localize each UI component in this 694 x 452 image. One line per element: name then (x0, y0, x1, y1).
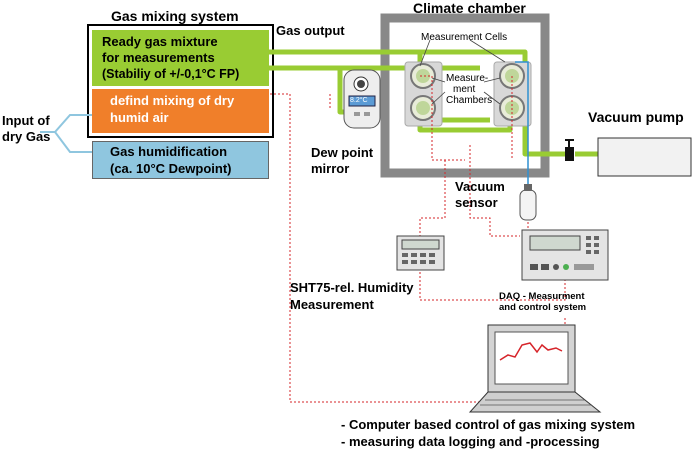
sht75-line2: Measurement (290, 297, 374, 312)
daq-line2: and control system (499, 302, 587, 313)
valve (565, 147, 574, 161)
input-dry-gas-line2: dry Gas (2, 129, 51, 144)
sht75-line1: SHT75-rel. Humidity (290, 280, 414, 295)
vacuum-sensor-cable (515, 61, 529, 188)
input-dry-gas-line1: Input of (2, 113, 50, 128)
climate-chamber-title: Climate chamber (413, 0, 526, 16)
measurement-cells-label: Measurement Cells (421, 32, 508, 43)
label-leader-lines (419, 39, 506, 105)
laptop-computer (468, 324, 602, 413)
ready-gas-mixture-line2: for measurements (102, 50, 215, 65)
ready-gas-mixture-box (92, 30, 269, 86)
computer-line1: - Computer based control of gas mixing s… (341, 417, 635, 432)
daq-device (521, 229, 609, 281)
measurement-chambers-line1: Measure- (446, 73, 489, 84)
gas-output-label: Gas output (276, 23, 345, 38)
sht75-device (396, 235, 445, 271)
computer-line2: - measuring data logging and -processing (341, 434, 600, 449)
gas-mixing-system-title: Gas mixing system (111, 8, 239, 24)
gas-humidification-box (92, 141, 269, 179)
signal-lines (270, 75, 566, 403)
input-gas-lines (40, 114, 92, 153)
dew-point-mirror-line2: mirror (311, 161, 350, 176)
dew-point-display: 8.2°C (350, 97, 368, 104)
ready-gas-mixture-line1: Ready gas mixture (102, 34, 218, 49)
defined-mixing-line2: humid air (110, 110, 169, 125)
vacuum-sensor-body (519, 189, 537, 221)
defined-mixing-line1: defind mixing of dry (110, 93, 235, 108)
gas-humidification-line1: Gas humidification (110, 144, 228, 159)
vacuum-sensor-line2: sensor (455, 195, 498, 210)
measurement-chambers-line2: ment (453, 84, 476, 95)
measurement-chambers-line3: Chambers (446, 95, 493, 106)
ready-gas-mixture-line3: (Stabiliy of +/-0,1°C FP) (102, 67, 240, 81)
gas-humidification-line2: (ca. 10°C Dewpoint) (110, 161, 232, 176)
vacuum-pump-label: Vacuum pump (588, 109, 684, 125)
dew-point-mirror-line1: Dew point (311, 145, 374, 160)
defined-mixing-box (92, 89, 269, 133)
vacuum-sensor-line1: Vacuum (455, 179, 505, 194)
dew-point-mirror-device (343, 69, 381, 129)
daq-line1: DAQ - Measurment (499, 291, 585, 302)
vacuum-pump-box (597, 137, 692, 177)
